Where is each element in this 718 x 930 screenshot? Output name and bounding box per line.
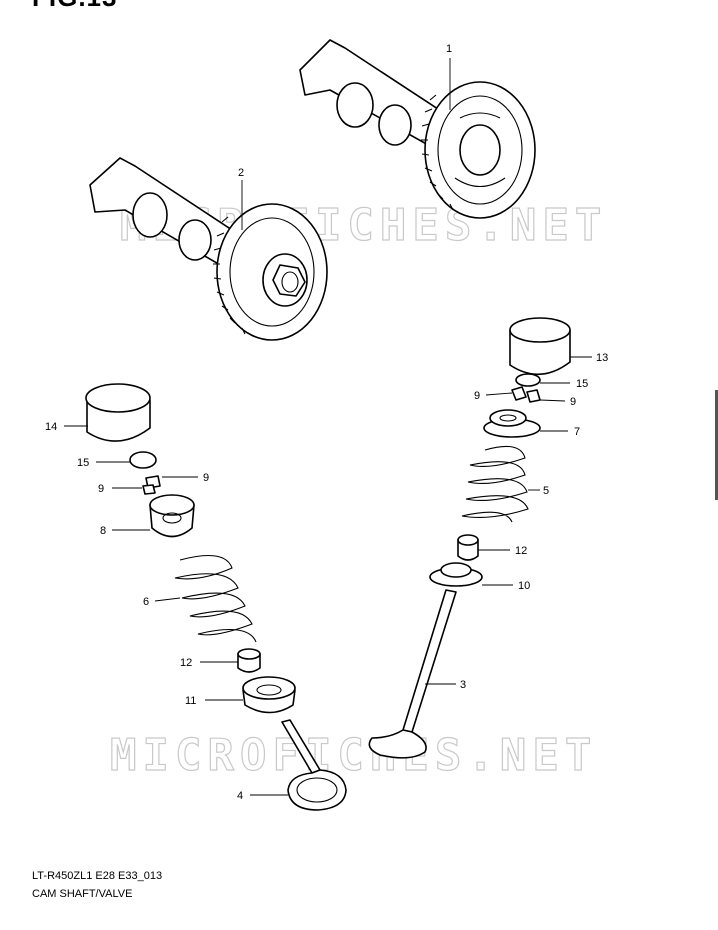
shim-15-left [129,451,157,469]
seat-11 [242,676,296,714]
callout-9-left-lower: 9 [98,483,104,495]
seal-12-right [457,534,479,561]
callout-9-left-upper: 9 [203,472,209,484]
spring-5 [461,445,529,523]
callout-6: 6 [143,596,149,608]
footer-code: LT-R450ZL1 E28 E33_013 [32,870,163,882]
spring-6 [174,554,257,643]
valve-4 [281,719,347,811]
callout-12-left: 12 [180,657,192,669]
camshaft-2 [89,157,328,341]
footer-caption: CAM SHAFT/VALVE [32,888,133,900]
retainer-8 [149,494,195,538]
seat-10 [429,562,483,587]
valve-3 [368,589,457,759]
leader-lines [64,58,592,796]
shim-15-right [515,373,541,387]
tappet-14 [85,383,151,442]
callout-8: 8 [100,525,106,537]
callout-7: 7 [574,426,580,438]
callout-5: 5 [543,485,549,497]
callout-10: 10 [518,580,530,592]
seal-12-left [237,648,261,673]
callout-14: 14 [45,421,57,433]
cotter-9-left-b [142,484,156,495]
callout-9-right-right: 9 [570,396,576,408]
watermark-bottom: MICROFICHES.NET [110,730,597,781]
camshaft-1 [299,39,536,219]
callout-11: 11 [185,695,196,707]
figure-title: FIG.13 [32,0,117,13]
page-edge-mark [715,390,718,500]
callout-1: 1 [446,43,452,55]
callout-4: 4 [237,790,243,802]
cotter-9-right-a [511,386,527,401]
cotter-9-right-b [526,389,541,403]
callout-15-left: 15 [77,457,89,469]
callout-2: 2 [238,167,244,179]
callout-12-right: 12 [515,545,527,557]
tappet-13 [509,317,571,376]
callout-15-right: 15 [576,378,588,390]
callout-3: 3 [460,679,466,691]
retainer-7 [483,409,541,438]
callout-13: 13 [596,352,608,364]
callout-9-right-left: 9 [474,390,480,402]
